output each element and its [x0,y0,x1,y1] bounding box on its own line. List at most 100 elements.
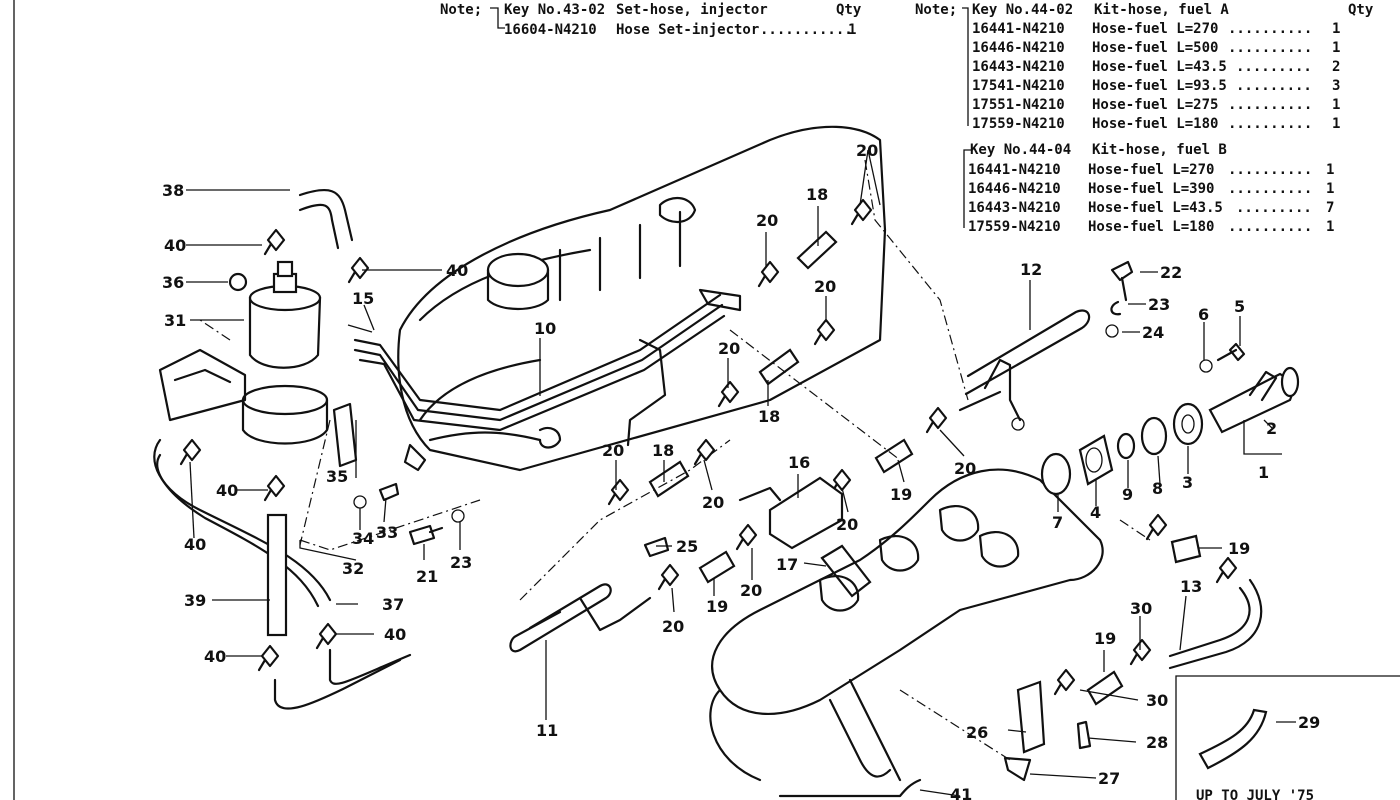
callout-40-c: 40 [216,481,238,500]
note-row-qty: 1 [848,22,856,38]
thermo-switch-26 [1016,680,1046,754]
svg-text:1: 1 [1332,40,1340,56]
svg-text:16446-N4210: 16446-N4210 [972,40,1065,56]
washer-24 [1105,324,1119,338]
engine-head [397,125,887,472]
callout-28: 28 [1146,733,1168,752]
svg-text:3: 3 [1332,78,1340,94]
svg-text:16441-N4210: 16441-N4210 [968,162,1061,178]
callout-21: 21 [416,567,438,586]
callout-19-c: 19 [1228,539,1250,558]
hose-41 [778,778,922,798]
svg-text:Hose-fuel L=43.5: Hose-fuel L=43.5 [1088,200,1223,216]
callout-23-b: 23 [450,553,472,572]
note-row: 16443-N4210 Hose-fuel L=43.5 ......... 2 [972,59,1340,75]
hose-39 [266,513,288,637]
note-injector-block: Note; Key No.43-02 Set-hose, injector Qt… [440,2,862,38]
callout-24: 24 [1142,323,1164,342]
assembly-lines [199,159,1151,761]
inset-callout: 29 [1298,713,1320,732]
bolt-22 [1110,260,1134,302]
callout-1: 1 [1258,463,1269,482]
svg-text:Hose-fuel L=500: Hose-fuel L=500 [1092,40,1218,56]
callout-17: 17 [776,555,798,574]
svg-text:..........: .......... [1228,162,1312,178]
hose-19-c [1170,534,1202,564]
note-row: 17559-N4210 Hose-fuel L=180 .......... 1 [968,219,1334,235]
note-row: 17559-N4210 Hose-fuel L=180 .......... 1 [972,116,1340,132]
callout-19-a: 19 [890,485,912,504]
hose-37 [153,438,332,608]
callout-20-i: 20 [740,581,762,600]
clip-36 [228,272,248,292]
pressure-regulator [738,476,844,550]
svg-text:..........: .......... [1228,219,1312,235]
note-header-key: Key No.44-04 [970,142,1071,158]
hose-13 [1168,578,1263,670]
note-header-key: Key No.44-02 [972,2,1073,18]
callout-20-h: 20 [954,459,976,478]
clip-23 [1110,300,1122,316]
callout-40-d: 40 [184,535,206,554]
callout-40-a: 40 [164,236,186,255]
note-row-part: 16604-N4210 [504,22,597,38]
note-header-desc: Set-hose, injector [616,2,768,18]
callout-35: 35 [326,467,348,486]
svg-text:16441-N4210: 16441-N4210 [972,21,1065,37]
hose-18-upper [796,230,838,270]
note-row: 16446-N4210 Hose-fuel L=500 .......... 1 [972,40,1340,56]
svg-text:16446-N4210: 16446-N4210 [968,181,1061,197]
fuel-pipe-assembly [353,288,742,472]
gasket-7 [1040,452,1072,496]
callout-19-d: 19 [1094,629,1116,648]
svg-text:7: 7 [1326,200,1334,216]
washer-23-left [451,509,465,523]
svg-text:..........: .......... [1228,97,1312,113]
note-row: 17541-N4210 Hose-fuel L=93.5 ......... 3 [972,78,1340,94]
svg-text:17551-N4210: 17551-N4210 [972,97,1065,113]
svg-text:Hose-fuel L=390: Hose-fuel L=390 [1088,181,1214,197]
note-row: 16446-N4210 Hose-fuel L=390 .......... 1 [968,181,1334,197]
svg-text:Hose-fuel L=180: Hose-fuel L=180 [1088,219,1214,235]
bolt-5 [1216,342,1246,362]
screw-28 [1076,720,1092,750]
leader-lines [186,149,1282,797]
callout-19-b: 19 [706,597,728,616]
callout-16: 16 [788,453,810,472]
callout-20-c: 20 [814,277,836,296]
svg-text:17559-N4210: 17559-N4210 [972,116,1065,132]
note-row: 16443-N4210 Hose-fuel L=43.5 ......... 7 [968,200,1334,216]
callout-10: 10 [534,319,556,338]
svg-text:1: 1 [1332,97,1340,113]
washer-34 [353,495,367,509]
note-label: Note; [440,2,482,18]
callout-20-e: 20 [602,441,624,460]
svg-text:Hose-fuel L=270: Hose-fuel L=270 [1092,21,1218,37]
callout-18-b: 18 [758,407,780,426]
callout-27: 27 [1098,769,1120,788]
callout-2: 2 [1266,419,1277,438]
connector-25 [643,536,670,558]
callout-20-f: 20 [702,493,724,512]
hose-17 [820,544,872,598]
callout-4: 4 [1090,503,1101,522]
clip-set [179,198,1238,696]
callout-15: 15 [352,289,374,308]
svg-text:..........: .......... [1228,116,1312,132]
intake-manifold [709,468,1104,782]
washer-9 [1116,432,1136,460]
svg-text:Hose-fuel L=275: Hose-fuel L=275 [1092,97,1218,113]
note-header-key: Key No.43-02 [504,2,605,18]
callout-31: 31 [164,311,186,330]
callout-18-c: 18 [652,441,674,460]
hose-38 [298,188,354,250]
svg-text:1: 1 [1326,219,1334,235]
inset-box: 29 UP TO JULY '75 [1175,675,1400,800]
callout-40-f: 40 [204,647,226,666]
note-header-desc: Kit-hose, fuel B [1092,142,1227,158]
cold-start-valve [1208,366,1300,434]
svg-text:.........: ......... [1236,78,1312,94]
bracket-27 [1003,756,1032,782]
svg-text:..........: .......... [1228,21,1312,37]
callout-labels: 1 2 3 4 5 6 7 8 9 10 11 12 13 15 16 17 1… [162,141,1277,800]
